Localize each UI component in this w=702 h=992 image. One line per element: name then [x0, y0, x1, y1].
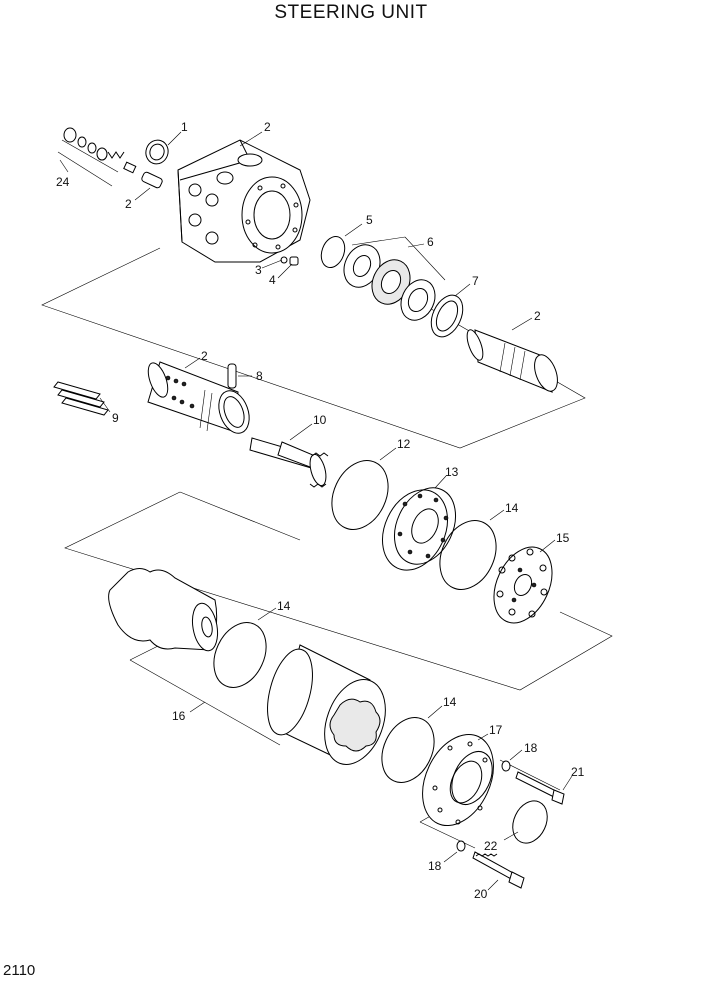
callout-labels: 1 2 24 2 3 4 5 6 7 2 2 8 9 10 12 13 14 1…	[56, 120, 585, 901]
pin-8	[227, 363, 237, 389]
bearing-washers-6	[343, 236, 446, 321]
callout-18-upper: 18	[524, 741, 538, 755]
callout-5: 5	[366, 213, 373, 227]
valve-housing-2	[177, 139, 311, 263]
cover-disc-22	[512, 800, 548, 844]
callout-9: 9	[112, 411, 119, 425]
callout-6: 6	[427, 235, 434, 249]
inner-spool-2	[147, 361, 250, 434]
callout-16: 16	[172, 709, 186, 723]
callout-7: 7	[472, 274, 479, 288]
relief-valve-parts-24	[57, 127, 163, 189]
callout-14-lower: 14	[443, 695, 457, 709]
centering-springs-9	[53, 381, 109, 416]
o-ring-14-lower	[381, 717, 435, 783]
callout-24: 24	[56, 175, 70, 189]
callout-17: 17	[489, 723, 503, 737]
callout-2-spool: 2	[201, 349, 208, 363]
distributor-plate-13	[382, 487, 456, 571]
callout-14-upper: 14	[505, 501, 519, 515]
plate-15	[493, 546, 553, 624]
o-ring-14-middle	[213, 622, 267, 688]
callout-15: 15	[556, 531, 570, 545]
washer-18-upper	[501, 760, 511, 772]
callout-8: 8	[256, 369, 263, 383]
assembly-outline-lower	[64, 491, 613, 691]
spool-sleeve-2	[466, 329, 558, 393]
o-ring-12	[331, 460, 389, 530]
callout-13: 13	[445, 465, 459, 479]
cardan-shaft-10	[249, 437, 329, 488]
o-ring-14-upper	[439, 520, 497, 590]
callout-2-sleeve: 2	[534, 309, 541, 323]
ring-1	[145, 139, 169, 165]
bolt-21	[515, 771, 565, 805]
rotor-16	[108, 568, 219, 652]
callout-18-lower: 18	[428, 859, 442, 873]
callout-2-valve: 2	[125, 197, 132, 211]
page-title: STEERING UNIT	[274, 2, 428, 23]
check-ball-3-and-plug-4	[280, 256, 299, 266]
end-cap-17	[422, 733, 494, 827]
o-ring-5	[320, 236, 346, 268]
callout-14-middle: 14	[277, 599, 291, 613]
callout-1: 1	[181, 120, 188, 134]
ring-7	[430, 294, 464, 338]
callout-21: 21	[571, 765, 585, 779]
callout-20: 20	[474, 887, 488, 901]
page-number: 2110	[3, 962, 36, 979]
callout-10: 10	[313, 413, 327, 427]
washer-18-lower	[456, 840, 466, 852]
callout-2-housing: 2	[264, 120, 271, 134]
stator-16	[267, 644, 386, 765]
leader-lines	[59, 131, 573, 891]
bolt-20	[472, 851, 525, 889]
callout-4: 4	[269, 273, 276, 287]
callout-3: 3	[255, 263, 262, 277]
callout-22: 22	[484, 839, 498, 853]
callout-12: 12	[397, 437, 411, 451]
